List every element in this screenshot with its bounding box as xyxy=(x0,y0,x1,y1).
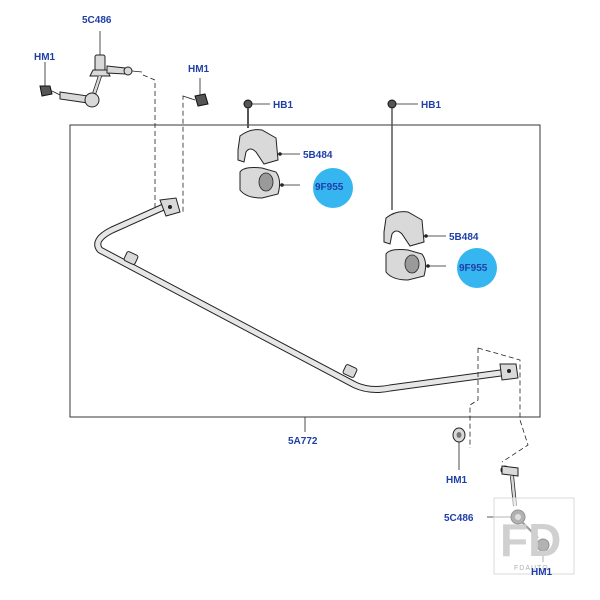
bushing-right xyxy=(385,249,446,281)
dashed-guide-left-b xyxy=(182,95,196,212)
callout-hb1-right: HB1 xyxy=(421,100,441,111)
watermark-logo: FD FDAUTO xyxy=(493,497,575,575)
washer-bottom-mid xyxy=(452,427,466,470)
callout-link-top: 5C486 xyxy=(82,15,112,26)
highlight-circle-left xyxy=(313,168,353,208)
dashed-guide-right-a xyxy=(477,347,529,463)
callout-hb1-left: HB1 xyxy=(273,100,293,111)
bolt-hb1-left xyxy=(243,99,270,128)
callout-bushing-left: 9F955 xyxy=(315,182,344,193)
callout-hm1-bottom-mid: HM1 xyxy=(446,475,468,486)
callout-bracket-right: 5B484 xyxy=(449,232,479,243)
bracket-right xyxy=(383,211,446,247)
callout-hm1-bottom-right: HM1 xyxy=(531,567,553,578)
highlight-circle-right xyxy=(457,248,497,288)
callout-hm1-top-left: HM1 xyxy=(34,52,56,63)
callout-bar: 5A772 xyxy=(288,436,318,447)
callout-bushing-right: 9F955 xyxy=(459,263,488,274)
nut-top-mid xyxy=(194,78,209,107)
bushing-left xyxy=(239,167,300,199)
dashed-guide-right-b xyxy=(469,348,479,448)
callout-bracket-left: 5B484 xyxy=(303,150,333,161)
watermark-sub-text: FDAUTO xyxy=(514,565,549,572)
stabilizer-bar xyxy=(94,197,519,393)
watermark-main-text: FD xyxy=(500,514,561,566)
callout-link-bottom: 5C486 xyxy=(444,513,474,524)
bracket-left xyxy=(237,129,300,165)
stabilizer-link-top-left xyxy=(39,31,143,108)
bolt-hb1-right xyxy=(387,99,418,210)
callout-hm1-top-mid: HM1 xyxy=(188,64,210,75)
dashed-guide-left-a xyxy=(142,74,156,210)
